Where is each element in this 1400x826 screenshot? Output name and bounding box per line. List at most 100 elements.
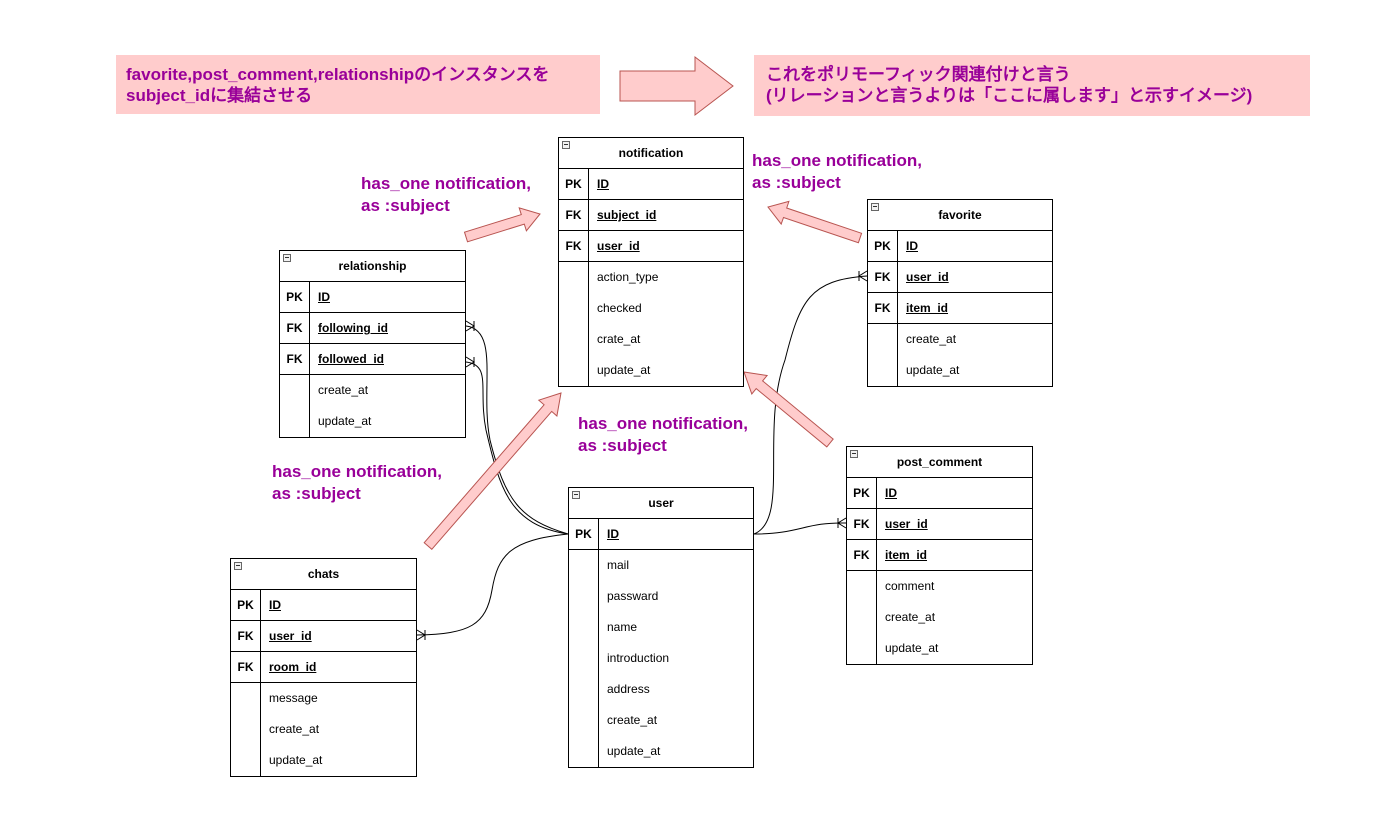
entity-header[interactable]: relationship (280, 251, 465, 282)
note-left-line2: subject_idに集結させる (126, 86, 313, 105)
attribute-row[interactable]: create_at (906, 332, 957, 346)
key-name: user_id (906, 270, 949, 284)
label-favorite-has-one: has_one notification, as :subject (752, 150, 922, 194)
key-name: ID (597, 177, 609, 191)
attribute-row[interactable]: checked (597, 301, 642, 315)
primary-key-row[interactable]: PK ID (569, 519, 753, 550)
collapse-icon[interactable] (871, 203, 879, 211)
foreign-key-row[interactable]: FK item_id (847, 540, 1032, 571)
attribute-row[interactable]: comment (885, 579, 935, 593)
key-type: PK (280, 282, 310, 312)
label-line2: as :subject (578, 436, 667, 455)
key-type: FK (231, 652, 261, 682)
note-left-line1: favorite,post_comment,relationshipのインスタン… (126, 65, 550, 84)
key-name: item_id (885, 548, 928, 562)
key-type: FK (280, 344, 310, 374)
link-user-favorite (753, 275, 868, 535)
entity-header[interactable]: notification (559, 138, 743, 169)
collapse-icon[interactable] (562, 141, 570, 149)
attribute-row[interactable]: create_at (318, 383, 369, 397)
collapse-icon[interactable] (572, 491, 580, 499)
label-post-comment-has-one: has_one notification, as :subject (578, 413, 748, 457)
attribute-section: comment create_at update_at (847, 571, 1032, 664)
attribute-row[interactable]: message (269, 691, 318, 705)
entity-name: user (648, 496, 674, 510)
attribute-row[interactable]: update_at (269, 753, 323, 767)
attribute-row[interactable]: update_at (885, 641, 939, 655)
attribute-row[interactable]: update_at (906, 363, 960, 377)
label-line2: as :subject (272, 484, 361, 503)
arrow-chats-to-notification (423, 392, 562, 551)
entity-name: post_comment (896, 455, 983, 469)
arrow-relationship-to-notification (463, 207, 541, 243)
note-polymorphic-explanation: これをポリモーフィック関連付けと言う (リレーションと言うよりは「ここに属します… (754, 55, 1310, 116)
attribute-row[interactable]: name (607, 620, 638, 634)
key-name: item_id (906, 301, 949, 315)
entity-name: chats (307, 567, 340, 581)
entity-header[interactable]: favorite (868, 200, 1052, 231)
attribute-row[interactable]: mail (607, 558, 630, 572)
key-name: ID (885, 486, 897, 500)
key-type: PK (569, 519, 599, 549)
collapse-icon[interactable] (283, 254, 291, 262)
arrow-favorite-to-notification (767, 200, 863, 244)
label-chats-has-one: has_one notification, as :subject (272, 461, 442, 505)
key-type: FK (868, 293, 898, 323)
collapse-icon[interactable] (850, 450, 858, 458)
key-name: user_id (269, 629, 312, 643)
attribute-row[interactable]: crate_at (597, 332, 641, 346)
attribute-section: mail passward name introduction address creat… (569, 550, 753, 767)
collapse-icon[interactable] (234, 562, 242, 570)
entity-header[interactable]: post_comment (847, 447, 1032, 478)
link-user-followed (465, 361, 569, 535)
key-type: FK (280, 313, 310, 343)
attribute-row[interactable]: update_at (318, 414, 372, 428)
key-type: FK (847, 540, 877, 570)
attribute-row[interactable]: update_at (607, 744, 661, 758)
label-line2: as :subject (752, 173, 841, 192)
attribute-row[interactable]: update_at (597, 363, 651, 377)
entity-name: notification (618, 146, 684, 160)
key-name: ID (269, 598, 281, 612)
attribute-row[interactable]: passward (607, 589, 659, 603)
attribute-row[interactable]: create_at (269, 722, 320, 736)
label-relationship-has-one: has_one notification, as :subject (361, 173, 531, 217)
link-user-favorite-crowfoot-icon (858, 270, 868, 282)
attribute-row[interactable]: action_type (597, 270, 659, 284)
attribute-row[interactable]: create_at (607, 713, 658, 727)
foreign-key-row[interactable]: FK item_id (868, 293, 1052, 324)
foreign-key-row[interactable]: FK user_id (231, 621, 416, 652)
label-line1: has_one notification, (272, 462, 443, 481)
key-type: FK (559, 231, 589, 261)
key-type: FK (847, 509, 877, 539)
attribute-row[interactable]: address (607, 682, 650, 696)
attribute-row[interactable]: create_at (885, 610, 936, 624)
entity-header[interactable]: chats (231, 559, 416, 590)
key-type: FK (559, 200, 589, 230)
entity-header[interactable]: user (569, 488, 753, 519)
key-name: ID (607, 527, 619, 541)
link-user-post-comment (753, 522, 847, 535)
attribute-row[interactable]: introduction (607, 651, 670, 665)
label-line1: has_one notification, (752, 151, 923, 170)
key-type: FK (231, 621, 261, 651)
